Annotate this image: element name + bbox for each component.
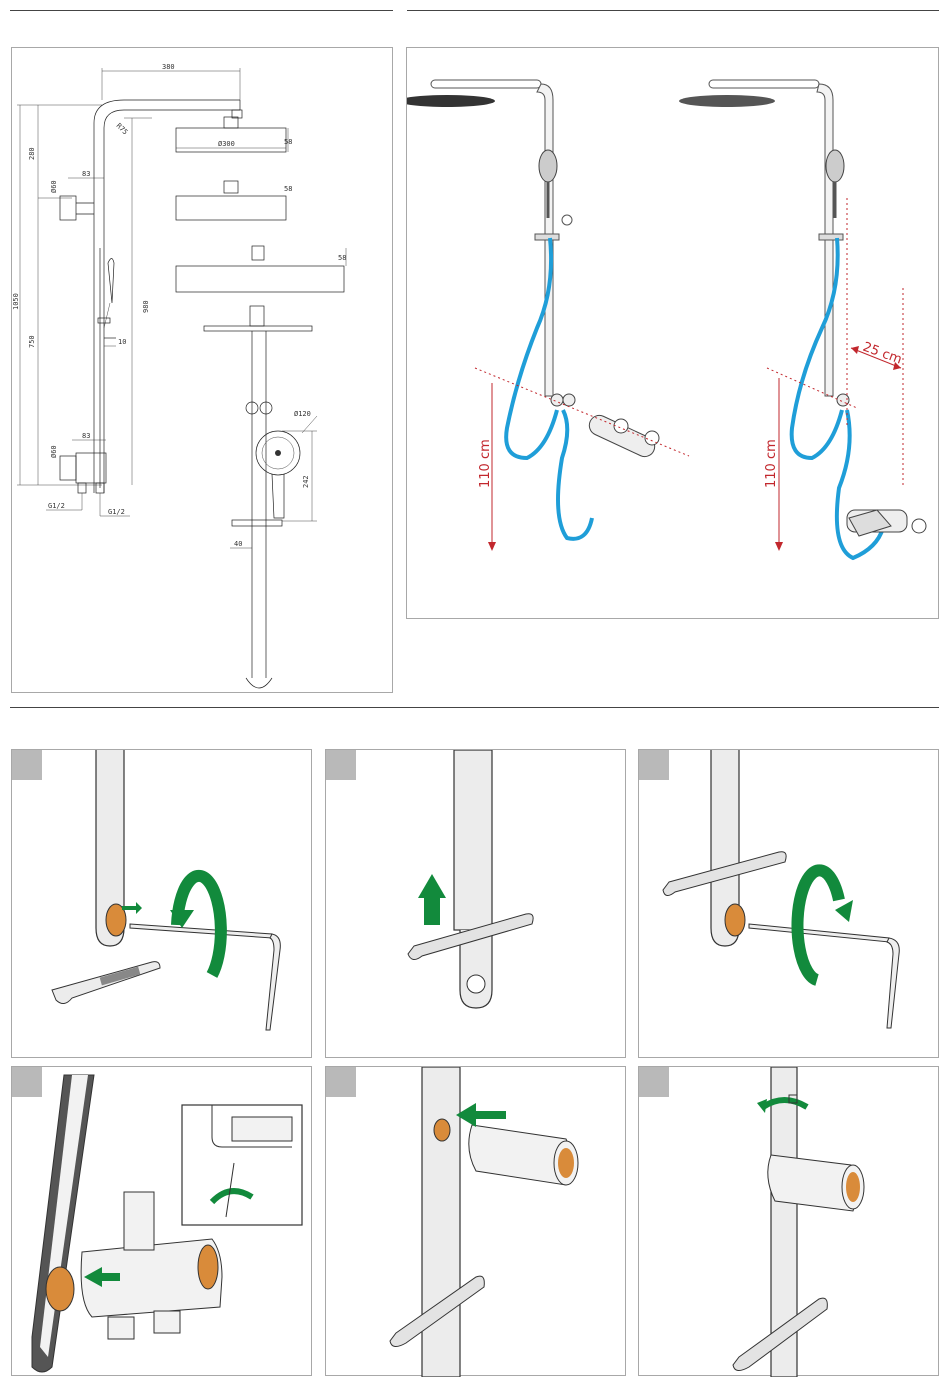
- step-2-up-arrow: [418, 874, 446, 925]
- dim-380: 380: [162, 63, 175, 71]
- step-1-panel: [11, 749, 312, 1058]
- dim-750: 750: [28, 335, 36, 348]
- dimension-drawing: 380 R75 280 1050 750 Ø60 83 10 980 Ø60 8…: [12, 48, 394, 694]
- dim-head-h2: 58: [284, 185, 292, 193]
- dim-83-top: 83: [82, 170, 90, 178]
- inlet-left-label: G1/2: [48, 502, 65, 510]
- dim-head-300: Ø300: [218, 140, 235, 148]
- step-3-thread-insert: [725, 904, 745, 936]
- dim-83-bottom: 83: [82, 432, 90, 440]
- right-handshower: [826, 150, 844, 182]
- left-handshower: [539, 150, 557, 182]
- technical-drawing-panel: 380 R75 280 1050 750 Ø60 83 10 980 Ø60 8…: [11, 47, 393, 693]
- step-3-rotate-arrow: [797, 870, 839, 980]
- step-5-arrow: [456, 1103, 506, 1127]
- step-2-panel: [325, 749, 626, 1058]
- dim-head-h1: 58: [284, 138, 292, 146]
- dim-280: 280: [28, 147, 36, 160]
- step-6-panel: [638, 1066, 939, 1376]
- clearance-label: 25 cm: [861, 340, 904, 368]
- right-rain-head: [679, 95, 775, 107]
- side-handshower: [108, 259, 114, 304]
- dim-980: 980: [142, 300, 150, 313]
- head-profile-3: [176, 266, 344, 292]
- dim-60-top: Ø60: [50, 180, 58, 193]
- left-height-label: 110 cm: [478, 439, 493, 488]
- top-rule-right: [407, 10, 939, 11]
- step-4-thread-insert: [46, 1267, 74, 1311]
- lower-bracket: [60, 456, 76, 480]
- right-hose: [792, 238, 842, 458]
- installation-panel: 110 cm 25 cm 110 cm: [406, 47, 939, 619]
- column-outline: [94, 100, 240, 493]
- side-head: [204, 326, 312, 331]
- step-1-hex-key: [266, 934, 280, 1030]
- installation-drawing: 110 cm 25 cm 110 cm: [407, 48, 940, 620]
- step-2-column: [454, 750, 492, 930]
- dim-60-bottom: Ø60: [50, 445, 58, 458]
- step-5-column: [422, 1067, 460, 1377]
- step-3-hex-key: [887, 938, 899, 1028]
- dim-242: 242: [302, 475, 310, 488]
- dim-120: Ø120: [294, 410, 311, 418]
- step-5-thread-insert: [434, 1119, 450, 1141]
- inlet-right-label: G1/2: [108, 508, 125, 516]
- middle-rule: [10, 707, 939, 708]
- side-holder: [232, 520, 282, 526]
- dim-1050: 1050: [12, 293, 20, 310]
- left-rain-head: [407, 95, 495, 107]
- step-3-panel: [638, 749, 939, 1058]
- dim-head-h3: 58: [338, 254, 346, 262]
- step-4-panel: [11, 1066, 312, 1376]
- dim-r75: R75: [115, 122, 130, 137]
- head-profile-2: [176, 196, 286, 220]
- upper-bracket: [60, 196, 76, 220]
- step-5-panel: [325, 1066, 626, 1376]
- right-height-label: 110 cm: [764, 439, 779, 488]
- top-rule-left: [10, 10, 393, 11]
- dim-10: 10: [118, 338, 126, 346]
- dim-40: 40: [234, 540, 242, 548]
